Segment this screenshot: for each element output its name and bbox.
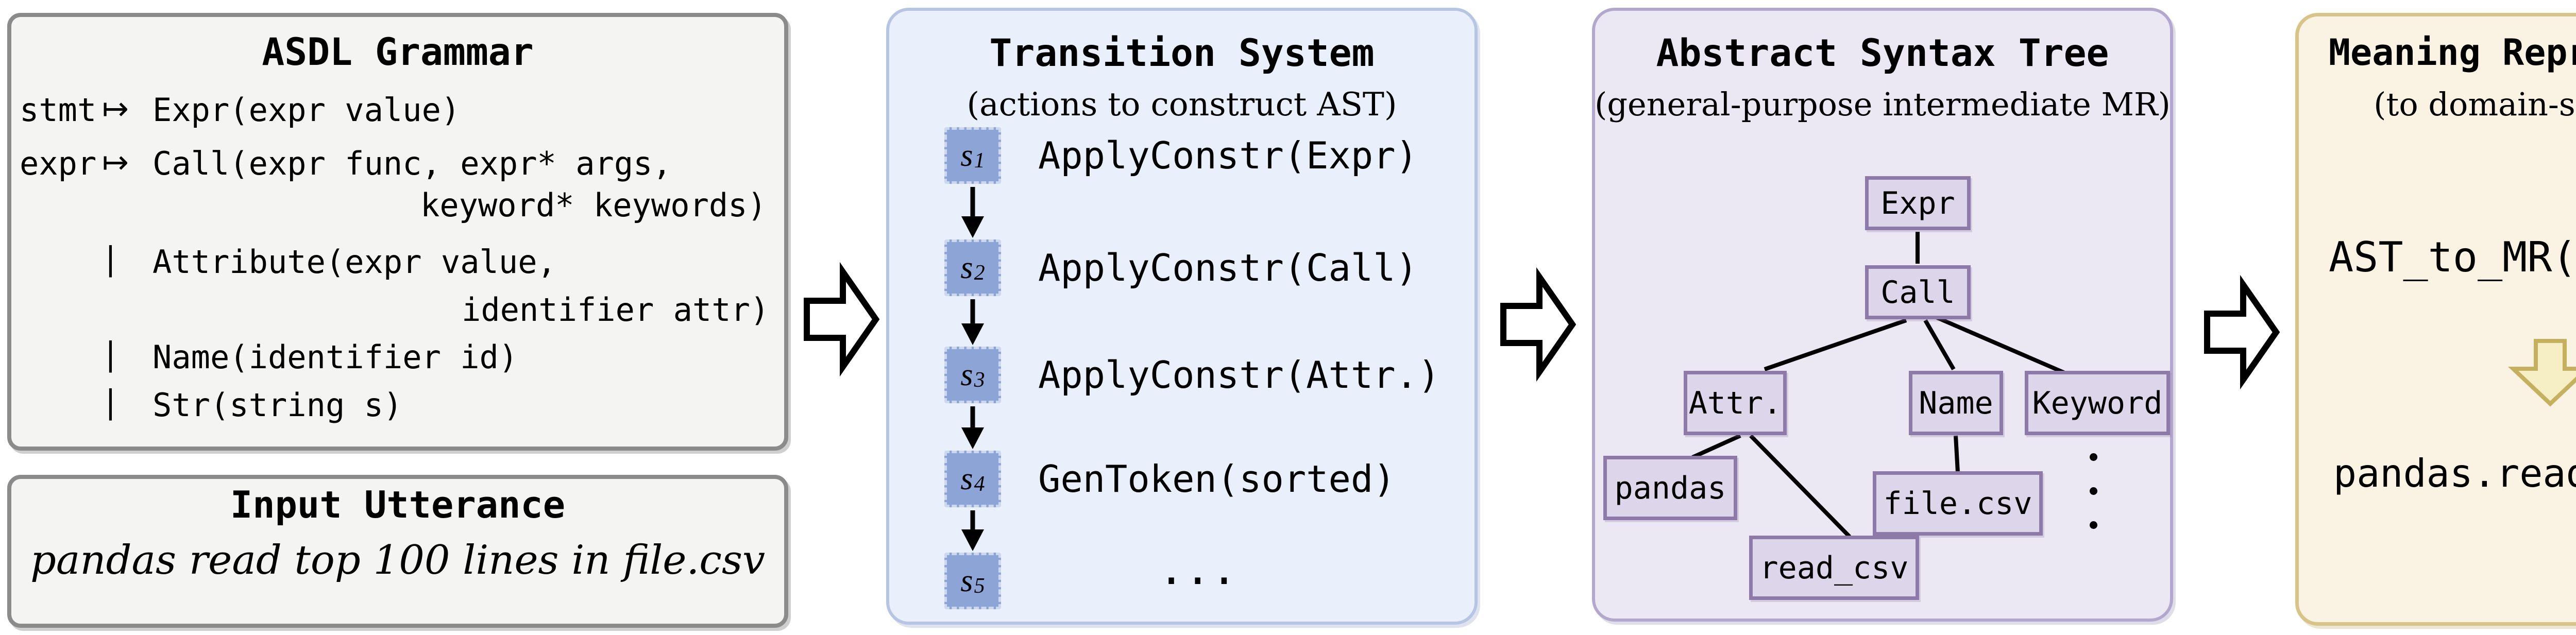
mr-code-line-1: pandas.read_csv( (2333, 451, 2576, 496)
action-apply-constr-expr: ApplyConstr(Expr) (1038, 134, 1418, 177)
mapsto-icon: ↦ (102, 90, 129, 127)
state-index: 4 (974, 472, 985, 496)
mr-panel-title: Meaning Representation (2328, 31, 2576, 74)
ast-node-keyword: Keyword (2025, 371, 2170, 435)
alternation-bar: | (105, 240, 116, 278)
ast-node-name: Name (1909, 371, 2003, 435)
grammar-head: expr (20, 145, 97, 182)
action-apply-constr-attr: ApplyConstr(Attr.) (1038, 353, 1440, 397)
state-index: 2 (974, 261, 985, 285)
state-index: 5 (974, 574, 985, 598)
grammar-rule: Str(string s) (152, 386, 403, 424)
state-label: s (960, 138, 973, 173)
flow-arrow-3-icon (2204, 274, 2280, 390)
asdl-panel-title: ASDL Grammar (262, 30, 534, 74)
state-label: s (960, 357, 973, 392)
grammar-rule: Name(identifier id) (152, 338, 518, 376)
grammar-rule-cont: keyword* keywords) (420, 186, 767, 224)
ast-node-pandas: pandas (1603, 456, 1737, 520)
grammar-rule: Attribute(expr value, (152, 243, 556, 281)
alternation-bar: | (105, 335, 116, 373)
meaning-representation-panel (2295, 13, 2576, 626)
ast-node-attr: Attr. (1684, 371, 1787, 435)
vertical-ellipsis-icon (2090, 453, 2097, 529)
ast-node-call: Call (1865, 265, 1971, 319)
transition-panel-subtitle: (actions to construct AST) (967, 85, 1397, 123)
transition-panel-title: Transition System (989, 31, 1375, 75)
ast-node-expr: Expr (1865, 176, 1971, 230)
state-index: 1 (974, 149, 985, 173)
alternation-bar: | (105, 383, 116, 421)
ast-panel-title: Abstract Syntax Tree (1656, 31, 2109, 75)
state-label: s (960, 461, 973, 496)
grammar-rule-cont: identifier attr) (462, 291, 770, 329)
ast-node-read-csv: read_csv (1749, 536, 1919, 600)
asdl-grammar-panel (7, 13, 788, 451)
grammar-rule: Call(expr func, expr* args, (152, 145, 672, 182)
state-label: s (960, 250, 973, 285)
input-utterance-text: pandas read top 100 lines in file.csv (30, 537, 766, 583)
flow-arrow-1-icon (804, 262, 880, 377)
state-index: 3 (974, 368, 985, 392)
ast-panel-subtitle: (general-purpose intermediate MR) (1595, 85, 2171, 123)
flow-arrow-2-icon (1500, 267, 1577, 382)
action-gen-token: GenToken(sorted) (1038, 457, 1396, 501)
input-panel-title: Input Utterance (230, 483, 566, 526)
action-apply-constr-call: ApplyConstr(Call) (1038, 246, 1418, 289)
input-utterance-panel (7, 475, 788, 628)
transition-system-panel (886, 8, 1478, 625)
state-label: s (960, 563, 973, 598)
mapsto-icon: ↦ (102, 143, 129, 181)
grammar-head: stmt (20, 91, 97, 129)
ast-node-file-csv: file.csv (1873, 471, 2043, 536)
ast-to-mr-call-open: AST_to_MR( (2329, 233, 2576, 281)
grammar-rule: Expr(expr value) (152, 91, 461, 129)
action-ellipsis: ... (1158, 544, 1238, 595)
mr-panel-subtitle: (to domain-specific MR) (2374, 85, 2576, 123)
